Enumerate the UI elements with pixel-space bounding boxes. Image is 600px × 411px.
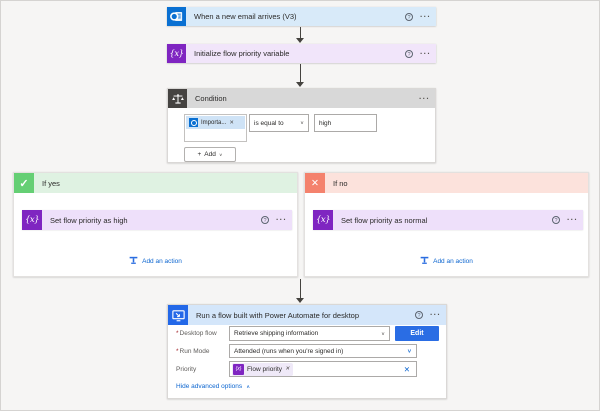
outlook-icon — [167, 7, 186, 26]
menu-ellipsis-icon[interactable]: ··· — [420, 48, 431, 58]
connector-arrow — [296, 279, 305, 303]
chevron-down-icon: ∨ — [406, 348, 412, 355]
condition-operator-dropdown[interactable]: is equal to ∨ — [249, 114, 309, 132]
info-icon[interactable]: ? — [405, 12, 413, 21]
run-mode-dropdown[interactable]: Attended (runs when you're signed in) ∨ — [229, 344, 417, 358]
desktop-flow-dropdown[interactable]: Retrieve shipping information ∨ — [229, 326, 390, 341]
add-action-link[interactable]: Add an action — [305, 256, 588, 266]
remove-token-icon[interactable]: ✕ — [285, 366, 290, 372]
desktop-flow-value: Retrieve shipping information — [234, 330, 319, 337]
variable-icon: {x} — [313, 210, 333, 230]
condition-card: Condition ··· Importa... ✕ is equal to ∨… — [167, 88, 436, 163]
advanced-link-label: Hide advanced options — [176, 383, 243, 390]
hide-advanced-options-link[interactable]: Hide advanced options ∧ — [176, 383, 250, 390]
if-yes-header[interactable]: ✓ If yes — [14, 173, 297, 193]
pad-card-title: Run a flow built with Power Automate for… — [196, 310, 360, 320]
variable-icon: {x} — [167, 44, 186, 63]
required-marker: * — [176, 330, 179, 337]
menu-ellipsis-icon[interactable]: ··· — [567, 215, 578, 224]
priority-token-label: Flow priority — [247, 365, 283, 373]
cross-icon: ✕ — [305, 173, 325, 193]
add-action-icon — [420, 256, 429, 264]
branch-if-yes: ✓ If yes {x} Set flow priority as high ?… — [13, 172, 298, 277]
operand-token-label: Importa... — [201, 119, 227, 126]
menu-ellipsis-icon[interactable]: ··· — [430, 310, 441, 319]
priority-label: Priority — [176, 366, 197, 373]
priority-field[interactable]: {x} Flow priority ✕ ✕ — [229, 361, 417, 377]
condition-value-input[interactable]: high — [314, 114, 377, 132]
action-title: Set flow priority as high — [50, 215, 128, 225]
connector-arrow — [296, 64, 305, 87]
check-icon: ✓ — [14, 173, 34, 193]
variable-icon: {x} — [233, 363, 244, 375]
add-action-label: Add an action — [142, 257, 182, 265]
action-title: Initialize flow priority variable — [194, 49, 290, 58]
connector-arrow — [296, 27, 305, 43]
condition-scales-icon — [168, 89, 187, 108]
branch-if-no: ✕ If no {x} Set flow priority as normal … — [304, 172, 589, 277]
run-mode-label: *Run Mode — [176, 348, 210, 355]
chevron-up-icon: ∧ — [246, 384, 251, 389]
chevron-down-icon: ∨ — [218, 152, 223, 157]
remove-token-icon[interactable]: ✕ — [229, 119, 234, 126]
info-icon[interactable]: ? — [415, 311, 423, 319]
action-card-initialize-variable[interactable]: {x} Initialize flow priority variable ? … — [167, 44, 436, 63]
condition-value: high — [319, 119, 332, 127]
if-no-header[interactable]: ✕ If no — [305, 173, 588, 193]
add-button-label: Add — [204, 151, 216, 158]
priority-token-chip[interactable]: {x} Flow priority ✕ — [232, 362, 293, 376]
condition-title: Condition — [195, 94, 227, 103]
trigger-title: When a new email arrives (V3) — [194, 12, 297, 21]
action-title: Set flow priority as normal — [341, 215, 428, 225]
pad-card-header[interactable]: Run a flow built with Power Automate for… — [168, 305, 446, 325]
add-action-icon — [129, 256, 138, 264]
plus-icon: + — [197, 151, 202, 158]
add-action-link[interactable]: Add an action — [14, 256, 297, 266]
action-card-set-priority-normal[interactable]: {x} Set flow priority as normal ? ··· — [313, 210, 583, 230]
action-card-set-priority-high[interactable]: {x} Set flow priority as high ? ··· — [22, 210, 292, 230]
menu-ellipsis-icon[interactable]: ··· — [420, 11, 431, 21]
importance-icon — [189, 118, 198, 127]
run-mode-value: Attended (runs when you're signed in) — [234, 347, 344, 355]
info-icon[interactable]: ? — [552, 216, 560, 224]
branch-label: If no — [333, 178, 348, 188]
clear-field-icon[interactable]: ✕ — [403, 364, 410, 374]
branch-label: If yes — [42, 178, 60, 188]
variable-icon: {x} — [22, 210, 42, 230]
chevron-down-icon: ∨ — [299, 120, 304, 126]
edit-button[interactable]: Edit — [395, 326, 439, 341]
operand-token-chip[interactable]: Importa... ✕ — [186, 116, 245, 129]
condition-add-button[interactable]: + Add ∨ — [184, 147, 236, 162]
operator-value: is equal to — [254, 119, 284, 127]
condition-header[interactable]: Condition ··· — [168, 89, 435, 108]
add-action-label: Add an action — [433, 257, 473, 265]
trigger-card-when-new-email-arrives[interactable]: When a new email arrives (V3) ? ··· — [167, 7, 436, 26]
desktop-flow-label: *Desktop flow — [176, 330, 217, 337]
desktop-flow-icon — [168, 305, 188, 325]
condition-operand-field[interactable]: Importa... ✕ — [184, 114, 247, 142]
menu-ellipsis-icon[interactable]: ··· — [419, 93, 430, 103]
required-marker: * — [176, 348, 179, 355]
pad-card: Run a flow built with Power Automate for… — [167, 304, 447, 399]
info-icon[interactable]: ? — [261, 216, 269, 224]
menu-ellipsis-icon[interactable]: ··· — [276, 215, 287, 224]
chevron-down-icon: ∨ — [380, 331, 385, 336]
info-icon[interactable]: ? — [405, 49, 413, 58]
